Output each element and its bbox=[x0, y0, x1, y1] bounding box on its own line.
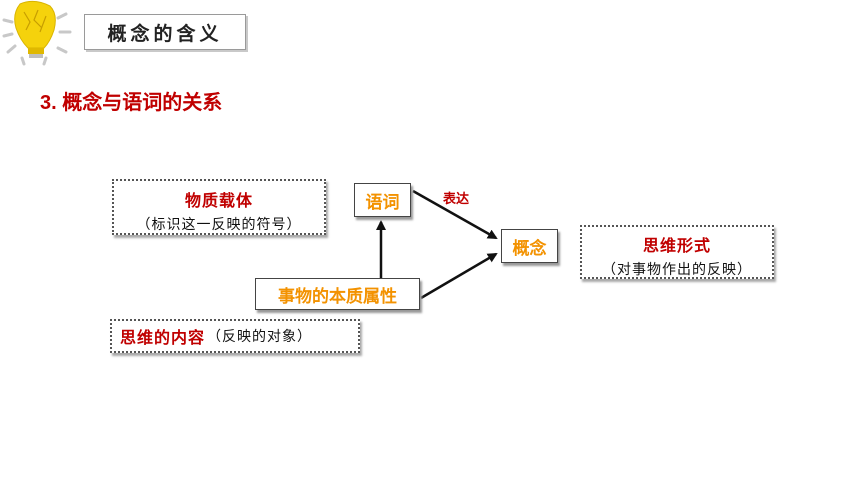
arrow-attribute-to-concept bbox=[420, 252, 498, 300]
note-material-carrier: 物质载体 （标识这一反映的符号） bbox=[112, 179, 326, 235]
lightbulb-icon bbox=[0, 0, 80, 66]
note-thinking-content-subtitle: （反映的对象） bbox=[207, 329, 313, 345]
note-thinking-form: 思维形式 （对事物作出的反映） bbox=[580, 225, 774, 279]
node-word: 语词 bbox=[354, 183, 411, 217]
node-essential-attribute: 事物的本质属性 bbox=[255, 278, 420, 310]
edge-label-express: 表达 bbox=[443, 192, 470, 207]
note-material-carrier-title: 物质载体 bbox=[184, 191, 253, 210]
note-material-carrier-subtitle: （标识这一反映的符号） bbox=[136, 217, 302, 233]
arrow-word-to-concept bbox=[412, 189, 498, 240]
page-title: 概念的含义 bbox=[84, 14, 246, 50]
note-thinking-content-title: 思维的内容 bbox=[120, 328, 206, 347]
note-thinking-form-title: 思维形式 bbox=[642, 236, 711, 255]
section-heading: 3. 概念与语词的关系 bbox=[40, 92, 223, 114]
note-thinking-form-subtitle: （对事物作出的反映） bbox=[602, 262, 752, 278]
note-thinking-content: 思维的内容 （反映的对象） bbox=[110, 319, 360, 353]
node-concept: 概念 bbox=[501, 229, 558, 263]
